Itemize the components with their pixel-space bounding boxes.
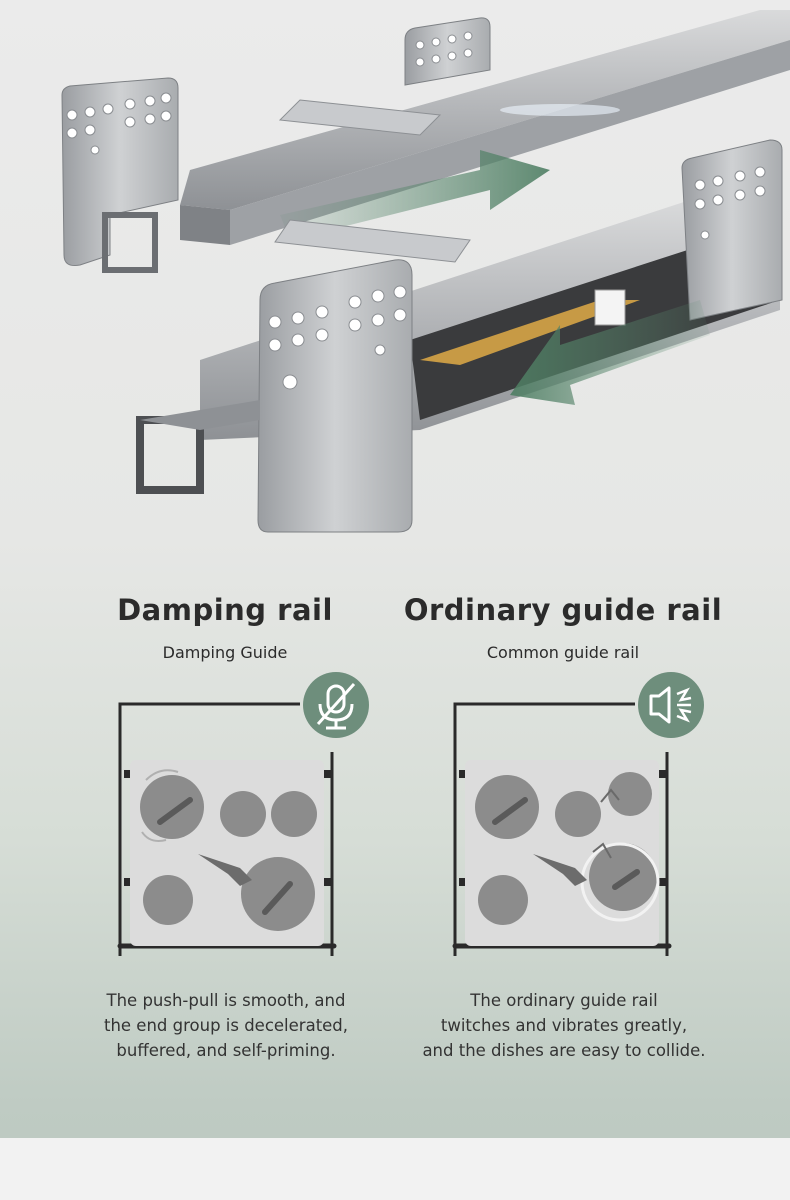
ordinary-rail-heading: Ordinary guide rail Common guide rail: [373, 590, 753, 664]
push-arrow-icon: [280, 150, 550, 240]
ordinary-rail-title: Ordinary guide rail: [403, 593, 723, 627]
back-rail: [61, 10, 790, 273]
spatula-icon: [198, 854, 252, 886]
ordinary-rail-description: The ordinary guide rail twitches and vib…: [384, 988, 744, 1063]
pull-arrow-icon: [510, 300, 710, 405]
damping-rail-description: The push-pull is smooth, and the end gro…: [46, 988, 406, 1063]
front-rail: [136, 139, 783, 533]
spatula-icon: [533, 854, 587, 886]
drawer-slide-rails-illustration: [61, 10, 790, 533]
ordinary-drawer-diagram: [452, 672, 704, 956]
damped-drawer-diagram: [117, 672, 369, 956]
dish-plates: [475, 772, 657, 925]
footer-strip: [0, 1138, 790, 1200]
description-line: buffered, and self-priming.: [116, 1041, 336, 1060]
description-line: and the dishes are easy to collide.: [422, 1041, 706, 1060]
description-line: twitches and vibrates greatly,: [440, 1016, 688, 1035]
ordinary-rail-subtitle: Common guide rail: [486, 643, 640, 662]
damping-rail-heading: Damping rail Damping Guide: [35, 590, 415, 664]
muted-microphone-icon: [303, 672, 369, 738]
speaker-vibration-icon: [638, 672, 704, 738]
damping-rail-title: Damping rail: [117, 593, 333, 627]
description-line: The ordinary guide rail: [470, 991, 658, 1010]
description-line: the end group is decelerated,: [103, 1016, 349, 1035]
damping-rail-subtitle: Damping Guide: [162, 643, 288, 662]
description-line: The push-pull is smooth, and: [106, 991, 346, 1010]
